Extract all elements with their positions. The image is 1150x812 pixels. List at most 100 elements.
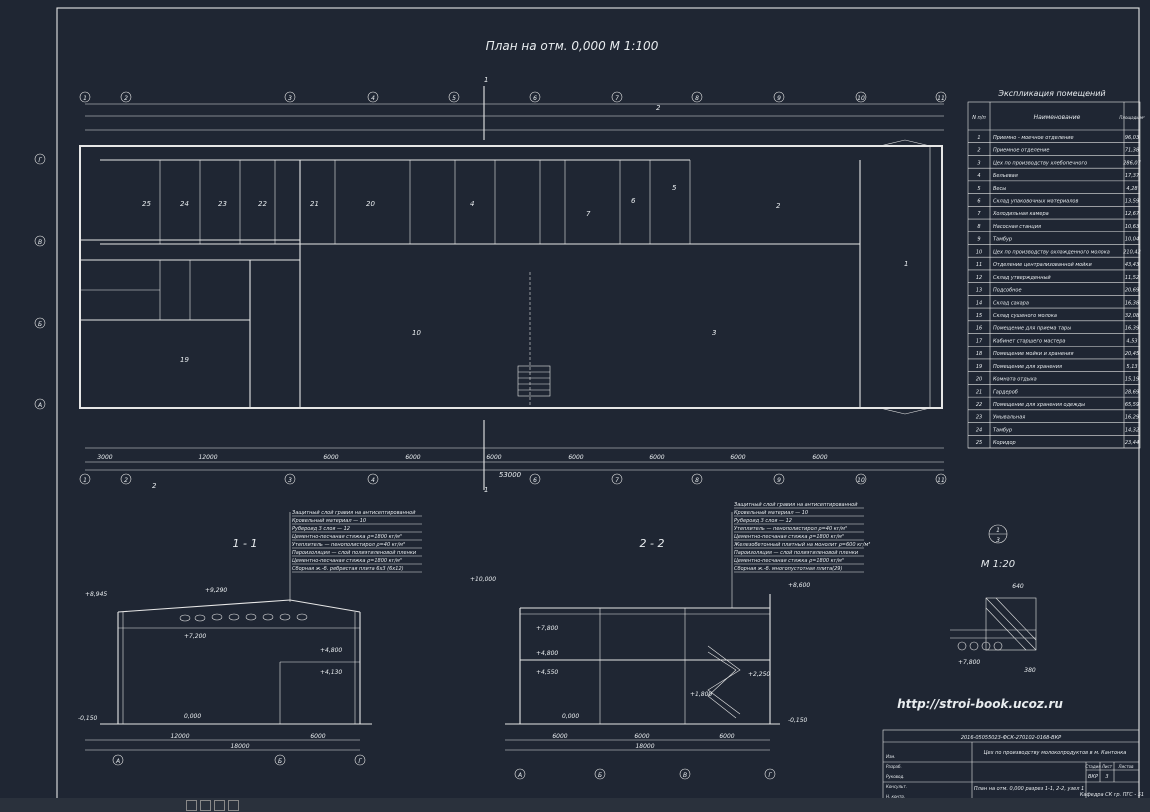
axis-label: 8	[695, 477, 699, 484]
room-number: 24	[180, 200, 189, 208]
role-label: Консульт.	[886, 784, 907, 789]
axis-label: 9	[777, 477, 781, 484]
table-cell: Помещение для хранения одежды	[993, 402, 1085, 408]
room-number: 25	[142, 200, 151, 208]
role-label: Н. контр.	[886, 794, 905, 799]
table-cell: 13,59	[1125, 199, 1139, 205]
table-cell: 32,08	[1125, 313, 1139, 319]
room-number: 6	[631, 197, 636, 205]
axis-label: 3	[288, 477, 292, 484]
table-cell: 7	[977, 211, 981, 217]
website-watermark[interactable]: http://stroi-book.ucoz.ru	[897, 697, 1063, 711]
title-block: 2016-05055023-ФСК-270102-0168-ВКР Цех по…	[882, 729, 1144, 805]
layer-callout: Пароизоляция — слой полиэтиленовой пленк…	[292, 550, 417, 556]
table-cell: 12,67	[1125, 211, 1140, 217]
table-cell: 4	[977, 173, 980, 179]
dimension: 12000	[170, 733, 189, 740]
sheet-name: План на отм. 0,000 разрез 1-1, 2-2, узел…	[974, 786, 1084, 792]
table-cell: 20,45	[1125, 351, 1139, 357]
table-cell: 22	[976, 402, 982, 408]
table-cell: 43,43	[1125, 262, 1139, 268]
room-number: 19	[180, 356, 189, 364]
viewport-status-bar	[0, 798, 1150, 812]
layer-callout: Утеплитель — пенополистирол ρ=40 кг/м³	[292, 542, 405, 548]
axis-label: Г	[768, 772, 772, 779]
axis-label: А	[37, 402, 42, 409]
axis-label: 11	[937, 95, 945, 102]
level-mark: +10,000	[470, 576, 496, 583]
layer-callout: Цементно-песчаная стяжка ρ=1800 кг/м³	[292, 558, 402, 564]
table-cell: Помещение для хранения	[993, 364, 1062, 370]
room-number: 23	[218, 200, 227, 208]
table-cell: 10,04	[1125, 237, 1139, 243]
axis-label: 4	[371, 477, 375, 484]
table-cell: Помещение мойки и хранения	[993, 351, 1073, 357]
axis-label: 7	[615, 477, 619, 484]
axis-label: 9	[777, 95, 781, 102]
table-cell: 24	[976, 427, 982, 433]
table-cell: 10,63	[1125, 224, 1139, 230]
level-mark: -0,150	[78, 715, 98, 722]
section-marks: 1 2 2 1	[152, 76, 661, 494]
axis-label: Б	[598, 772, 602, 779]
layer-callout: Цементно-песчаная стяжка ρ=1800 кг/м³	[734, 534, 844, 540]
layout-tab-icon[interactable]	[214, 800, 225, 811]
role-label: Изм.	[886, 754, 895, 759]
layer-callout: Рубероид 3 слоя — 12	[292, 526, 350, 532]
dimension: 6000	[323, 454, 338, 461]
col-header: N п/п	[972, 115, 986, 121]
axis-label: 5	[452, 95, 456, 102]
level-mark: 0,000	[562, 713, 579, 720]
section-mark: 1	[484, 76, 488, 84]
table-cell: 11	[976, 262, 982, 268]
table-cell: Комната отдыха	[993, 377, 1037, 383]
overall-dimension: 53000	[499, 471, 522, 479]
axis-label: 7	[615, 95, 619, 102]
dimension: 18000	[230, 743, 249, 750]
layer-callout: Пароизоляция — слой полиэтиленовой пленк…	[734, 550, 859, 556]
table-cell: 4,53	[1126, 338, 1137, 344]
level-mark: +4,800	[320, 647, 342, 654]
axis-label: 1	[83, 95, 87, 102]
layer-callout: Кровельный материал — 10	[292, 518, 366, 524]
table-cell: Бельевая	[993, 173, 1018, 179]
role-label: Разраб.	[886, 764, 902, 769]
stage-label: Стадия	[1085, 764, 1101, 769]
table-cell: 96,03	[1125, 135, 1139, 141]
table-cell: 65,59	[1125, 402, 1139, 408]
role-label: Руковод.	[886, 774, 904, 779]
room-number: 4	[470, 200, 474, 208]
table-cell: Склад сушеного молока	[993, 313, 1057, 319]
document-code: 2016-05055023-ФСК-270102-0168-ВКР	[961, 735, 1061, 741]
table-cell: 23	[976, 415, 982, 421]
dimension: 640	[1012, 583, 1024, 590]
level-mark: +8,600	[788, 582, 810, 589]
model-tab-icon[interactable]	[228, 800, 239, 811]
level-mark: +9,290	[205, 587, 227, 594]
table-cell: 14	[976, 300, 982, 306]
plan-title: План на отм. 0,000 М 1:100	[486, 39, 659, 53]
department: Кафедра СК гр. ПГС - 51	[1080, 792, 1144, 798]
room-number: 3	[712, 329, 716, 337]
node-sheet: 3	[996, 537, 1000, 544]
axis-label: 1	[83, 477, 87, 484]
node-scale: М 1:20	[981, 559, 1015, 570]
level-mark: +4,800	[536, 650, 558, 657]
table-cell: Приемное отделение	[993, 148, 1049, 154]
room-number: 21	[310, 200, 319, 208]
table-cell: Тамбур	[993, 427, 1012, 433]
table-cell: 13	[976, 288, 982, 294]
section-title: 1 - 1	[233, 537, 258, 550]
nav-next-icon[interactable]	[200, 800, 211, 811]
level-mark: +1,800	[690, 691, 712, 698]
layer-callout: Кровельный материал — 10	[734, 510, 808, 516]
table-cell: 8	[977, 224, 980, 230]
room-numbers: 10 3 1 2 25 24 23 22 21 20 19 7 6 5 4	[142, 184, 908, 364]
table-cell: 10	[976, 249, 982, 255]
nav-prev-icon[interactable]	[186, 800, 197, 811]
table-cell: Помещение для приема тары	[993, 326, 1071, 332]
table-cell: 286,07	[1123, 160, 1141, 166]
table-cell: 210,42	[1123, 249, 1141, 255]
